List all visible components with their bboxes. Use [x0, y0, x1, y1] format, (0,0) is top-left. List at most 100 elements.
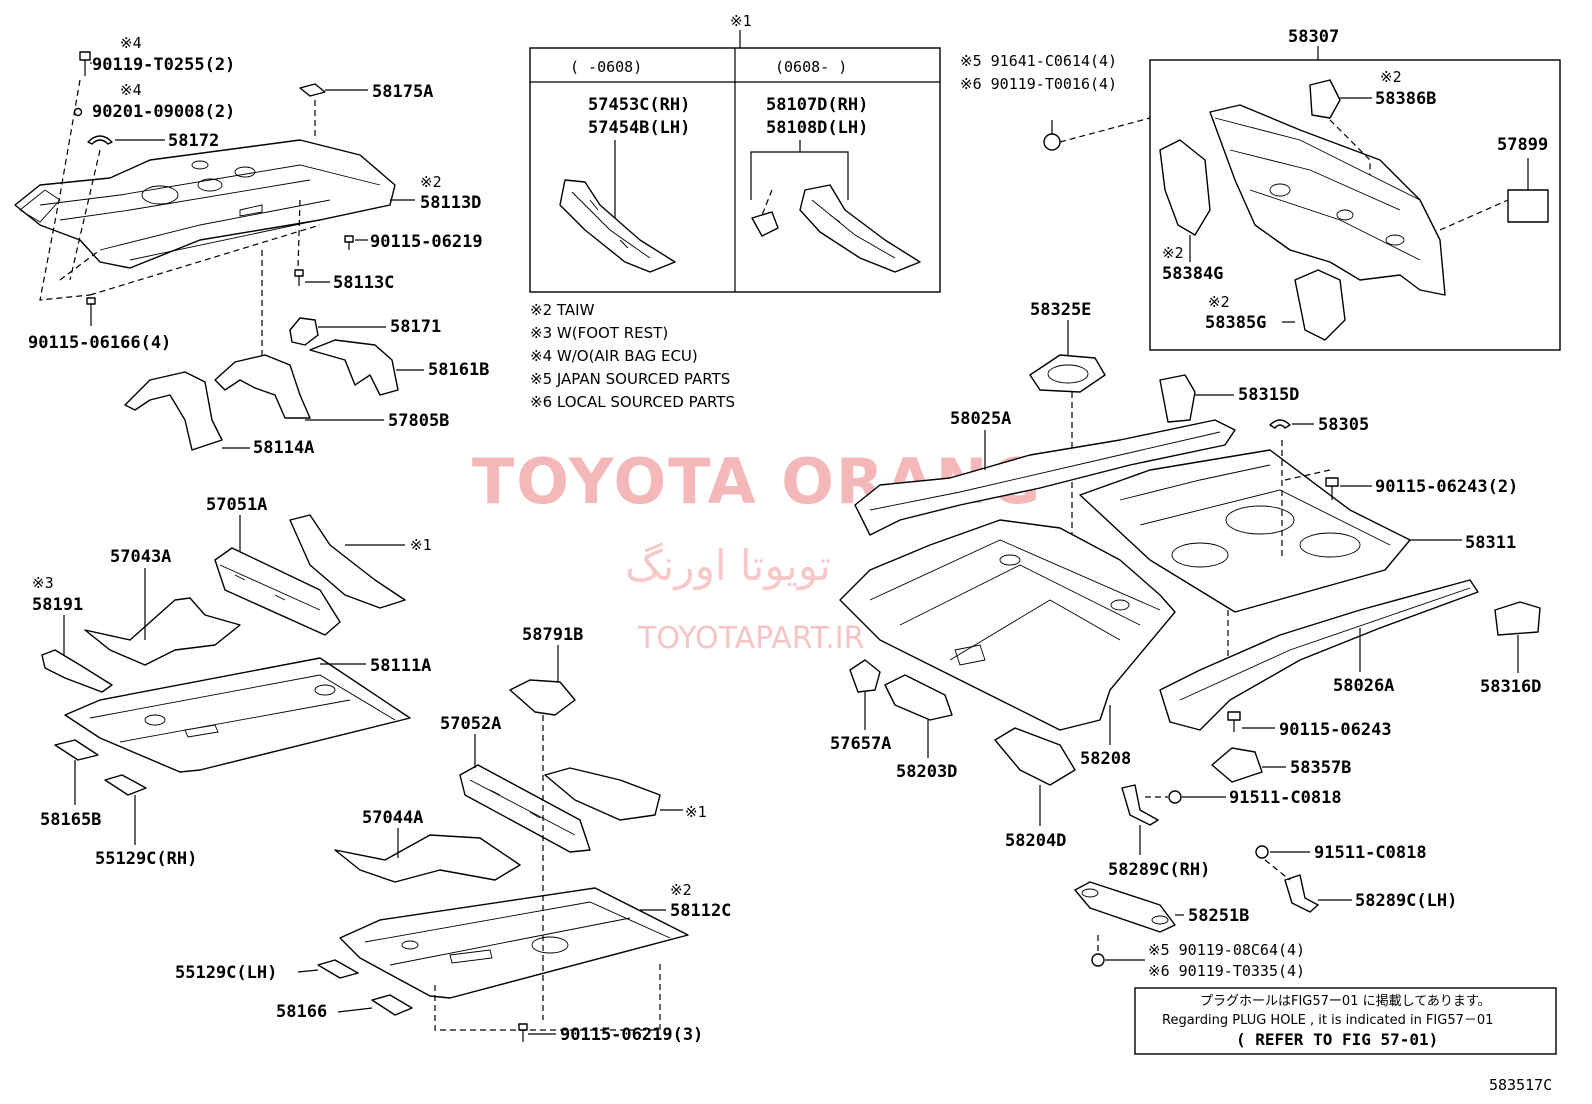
floor-pan-58113D	[14, 139, 396, 269]
legend-item-3: ※3 W(FOOT REST)	[530, 324, 668, 342]
dash-panel-group: ※5 91641-C0614(4) ※6 90119-T0016(4) 5830…	[960, 27, 1561, 351]
bracket-58114A	[124, 371, 223, 451]
callout-58172: 58172	[168, 131, 219, 151]
callout-58289C-RH: 58289C(RH)	[1108, 860, 1210, 880]
variant-left-part-lh: 57454B(LH)	[588, 118, 690, 138]
callout-58161B: 58161B	[428, 360, 489, 380]
bracket-57805B	[214, 354, 311, 419]
floor-58111A	[64, 657, 411, 773]
variant-left-header: ( -0608)	[570, 58, 642, 76]
callout-mark-4a: ※4	[120, 34, 142, 52]
bracket-58386B	[1309, 79, 1341, 119]
callout-58791B: 58791B	[522, 625, 583, 645]
callout-90115-06243: 90115-06243	[1279, 720, 1392, 740]
bracket-58161B	[309, 339, 399, 396]
callout-55129C-LH: 55129C(LH)	[175, 963, 277, 983]
rear-floor-lower-group: 58791B 57052A ※1 57044A ※2 58112C 55129C…	[175, 625, 731, 1045]
member-58025A	[854, 419, 1236, 536]
reference-note: プラグホールはFIG57ー01 に掲載してあります。 Regarding PLU…	[1134, 987, 1557, 1055]
screw-90115-06219	[344, 235, 354, 250]
clip-58305	[1269, 419, 1291, 429]
callout-91511-C0818-a: 91511-C0818	[1229, 788, 1342, 808]
callout-57043A: 57043A	[110, 547, 171, 567]
screw-58113C	[294, 269, 304, 286]
dash-panel-58307	[1209, 104, 1446, 296]
callout-57052A: 57052A	[440, 714, 501, 734]
footrest-58191	[41, 649, 113, 693]
bolt-90119-08C64	[1091, 953, 1105, 967]
callout-58315D: 58315D	[1238, 385, 1299, 405]
callout-58111A: 58111A	[370, 656, 431, 676]
callout-90119-08C64: ※5 90119-08C64(4)	[1148, 941, 1305, 959]
washer-icon	[73, 107, 83, 117]
screw-90115-06243-2	[1325, 477, 1339, 500]
bracket-58171	[289, 317, 319, 346]
rear-floor-group: 58325E 58315D 58025A 58305 90115-06243(2…	[830, 300, 1541, 980]
callout-58325E: 58325E	[1030, 300, 1091, 320]
legend-item-5: ※5 JAPAN SOURCED PARTS	[530, 370, 730, 388]
callout-58203D: 58203D	[896, 762, 957, 782]
callout-58289C-LH: 58289C(LH)	[1355, 891, 1457, 911]
callout-58191: 58191	[32, 595, 83, 615]
floor-58311	[1079, 449, 1411, 613]
reference-note-japanese: プラグホールはFIG57ー01 に掲載してあります。	[1200, 993, 1491, 1009]
callout-mark-4b: ※4	[120, 81, 142, 99]
callout-58025A: 58025A	[950, 409, 1011, 429]
callout-57657A: 57657A	[830, 734, 891, 754]
reference-note-refer: ( REFER TO FIG 57-01)	[1236, 1030, 1438, 1049]
callout-91511-C0818-b: 91511-C0818	[1314, 843, 1427, 863]
variant-right-part-lh: 58108D(LH)	[766, 118, 868, 138]
diagram-id: 583517C	[1489, 1076, 1552, 1094]
brace-58251B	[1074, 881, 1176, 933]
bracket-58791B	[509, 679, 576, 716]
callout-57805B: 57805B	[388, 411, 449, 431]
callout-58251B: 58251B	[1188, 906, 1249, 926]
variant-right-part-rh: 58107D(RH)	[766, 95, 868, 115]
member-1-right	[544, 767, 661, 821]
cover-58325E	[1029, 354, 1106, 393]
callout-90115-06243-2: 90115-06243(2)	[1375, 477, 1518, 497]
member-57051A	[214, 547, 341, 636]
callout-mark-2d: ※2	[1162, 244, 1184, 262]
callout-58316D: 58316D	[1480, 677, 1541, 697]
callout-58357B: 58357B	[1290, 758, 1351, 778]
bracket-58385G	[1294, 269, 1346, 341]
bracket-58204D	[994, 727, 1076, 786]
bracket-57657A	[849, 659, 881, 693]
callout-58175A: 58175A	[372, 82, 433, 102]
callout-58204D: 58204D	[1005, 831, 1066, 851]
callout-58386B: 58386B	[1375, 89, 1436, 109]
callout-58165B: 58165B	[40, 810, 101, 830]
callout-57044A: 57044A	[362, 808, 423, 828]
callout-58113C: 58113C	[333, 273, 394, 293]
bracket-58289C-RH	[1121, 784, 1159, 826]
callout-58305: 58305	[1318, 415, 1369, 435]
member-1-left	[289, 514, 406, 609]
callout-mark-2b: ※2	[670, 881, 692, 899]
callout-58113D: 58113D	[420, 193, 481, 213]
legend-item-2: ※2 TAIW	[530, 301, 595, 319]
bolt-91511-a	[1168, 790, 1182, 804]
clamp-58172	[87, 135, 113, 145]
callout-90115-06219: 90115-06219	[370, 232, 483, 252]
callout-mark-1b: ※1	[685, 803, 707, 821]
callout-90201-09008: 90201-09008(2)	[92, 102, 235, 122]
watermark-site: TOYOTAPART.IR	[637, 621, 864, 656]
callout-58385G: 58385G	[1205, 313, 1266, 333]
variant-right-header: (0608- )	[775, 58, 847, 76]
callout-90115-06166: 90115-06166(4)	[28, 333, 171, 353]
callout-58026A: 58026A	[1333, 676, 1394, 696]
variant-box: ※1 ( -0608) (0608- ) 57453C(RH) 57454B(L…	[529, 12, 941, 293]
pad-58166	[371, 994, 413, 1016]
bracket-group: 58171 58161B 57805B 58114A	[124, 317, 489, 458]
callout-90119-T0016: ※6 90119-T0016(4)	[960, 75, 1117, 93]
callout-mark-2c: ※2	[1380, 68, 1402, 86]
callout-58171: 58171	[390, 317, 441, 337]
callout-mark-2a: ※2	[420, 173, 442, 191]
callout-58307: 58307	[1288, 27, 1339, 47]
callout-mark-1a: ※1	[410, 536, 432, 554]
pad-58165B	[54, 739, 99, 761]
bracket-58315D	[1159, 374, 1196, 423]
legend: ※2 TAIW ※3 W(FOOT REST) ※4 W/O(AIR BAG E…	[530, 301, 735, 411]
